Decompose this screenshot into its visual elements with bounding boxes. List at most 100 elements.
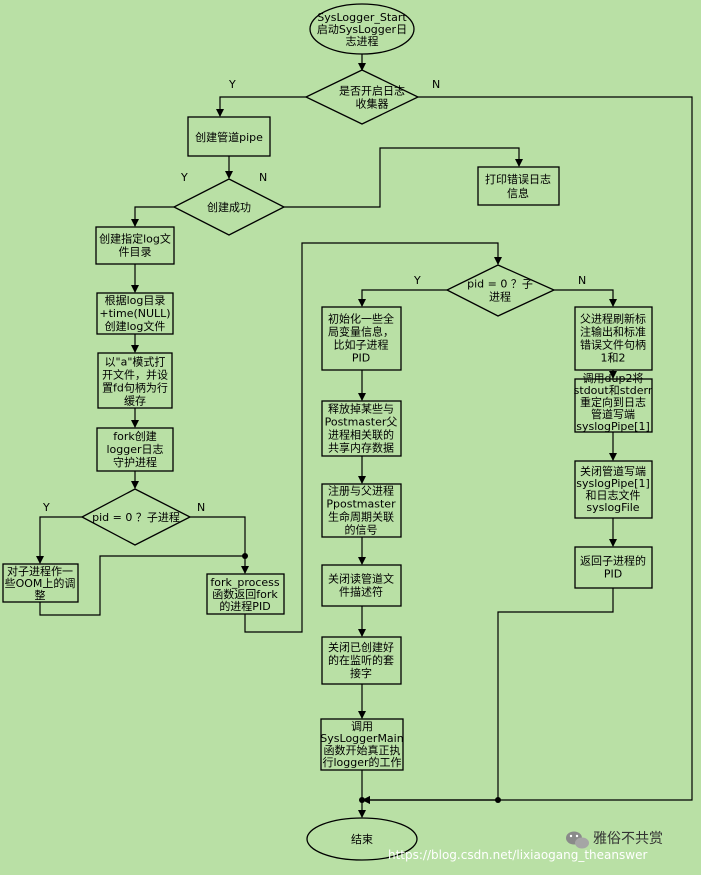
- create-ok-decision: 创建成功: [172, 178, 286, 236]
- end-node: 结束: [306, 817, 418, 861]
- edge-createok-no: [284, 147, 523, 208]
- edges: [36, 54, 693, 818]
- node-text-line: 接字: [350, 666, 372, 680]
- label-pidright-no: N: [578, 274, 586, 287]
- create-pipe-text: 创建管道pipe: [195, 130, 263, 144]
- edge-pidright-no: [554, 289, 617, 307]
- node-text-line: 关闭已创建好: [328, 640, 394, 654]
- build-log-file-box: 根据log目录+time(NULL)创建log文件: [96, 292, 174, 335]
- node-text-line: 关闭管道写端: [580, 464, 646, 478]
- pid-left-decision-text: pid = 0 ？子进程: [92, 511, 180, 524]
- node-text-line: 返回子进程的: [580, 554, 646, 568]
- pid-right-decision-text: pid = 0 ？子进程: [467, 278, 533, 304]
- label-pidleft-no: N: [197, 501, 205, 514]
- edge-collector-yes: [216, 96, 306, 117]
- create-ok-decision-text: 创建成功: [207, 200, 251, 214]
- edge-oom-to-merge: [39, 555, 245, 616]
- junction-dot-end: [359, 797, 365, 803]
- node-text-line: logger日志: [106, 443, 163, 456]
- node-text-line: 启动SysLogger日: [317, 23, 407, 36]
- node-text-line: fork创建: [113, 429, 157, 443]
- label-createok-no: N: [259, 171, 267, 184]
- watermark-account: 雅俗不共赏: [593, 831, 663, 847]
- node-text-line: 行logger的工作: [322, 755, 401, 769]
- node-text-line: 和日志文件: [586, 488, 641, 502]
- node-text-line: 管道写端: [591, 407, 635, 421]
- node-text-line: 共享内存数据: [328, 441, 394, 455]
- node-text-line: 打印错误日志: [485, 172, 551, 186]
- node-text-line: 信息: [507, 186, 529, 200]
- node-text-line: 比如子进程: [334, 338, 389, 352]
- node-text-line: 收集器: [356, 97, 389, 111]
- node-text-line: 创建指定log文: [99, 232, 171, 246]
- node-text-line: 对子进程作一: [7, 564, 73, 578]
- edge-pidleft-yes: [36, 516, 82, 564]
- node-text-line: 初始化一些全: [328, 312, 394, 326]
- create-log-dir-box: 创建指定log文件目录: [95, 226, 175, 265]
- oom-adjust-box: 对子进程作一些OOM上的调整: [2, 563, 79, 603]
- close-sockets-box: 关闭已创建好的在监听的套接字: [321, 636, 402, 685]
- label-pidright-yes: Y: [413, 274, 421, 287]
- node-text-line: 函数返回fork: [212, 588, 278, 601]
- node-text-line: 重定向到日志: [580, 395, 646, 409]
- junction-dot-parent: [495, 797, 501, 803]
- node-text-line: fork_process: [210, 576, 280, 589]
- node-text-line: Ppostmaster: [326, 498, 396, 511]
- label-createok-yes: Y: [180, 171, 188, 184]
- node-text-line: stdout和stderr: [574, 384, 653, 397]
- pid-right-decision: pid = 0 ？子进程: [445, 264, 556, 317]
- end-node-text: 结束: [351, 833, 373, 846]
- label-pidleft-yes: Y: [42, 501, 50, 514]
- node-text-line: 开文件，并设: [102, 368, 168, 382]
- node-text-line: 守护进程: [113, 455, 157, 469]
- close-read-fd-text: 关闭读管道文件描述符: [328, 572, 394, 599]
- node-text-line: 的信号: [345, 523, 378, 537]
- print-error-box: 打印错误日志信息: [477, 166, 560, 206]
- node-text-line: 1和2: [601, 352, 626, 365]
- node-text-line: 进程: [489, 291, 511, 304]
- edge-return-to-end: [362, 588, 614, 804]
- close-sockets-text: 关闭已创建好的在监听的套接字: [328, 640, 394, 680]
- node-text-line: 关闭读管道文: [328, 572, 394, 586]
- node-text-line: 创建成功: [207, 200, 251, 214]
- node-text-line: 整: [35, 588, 46, 602]
- close-read-fd-box: 关闭读管道文件描述符: [321, 564, 402, 607]
- open-file-text: 以"a"模式打开文件，并设置fd句柄为行缓存: [102, 355, 168, 408]
- node-text-line: 创建log文件: [105, 319, 166, 333]
- create-pipe-box: 创建管道pipe: [187, 116, 271, 157]
- node-text-line: 注输出和标准: [580, 325, 646, 339]
- build-log-file-text: 根据log目录+time(NULL)创建log文件: [99, 293, 170, 333]
- junction-dot-left: [242, 553, 248, 559]
- node-text-line: 调用dup2将: [583, 372, 644, 385]
- node-text-line: 函数开始真正执: [324, 743, 401, 757]
- node-text-line: SysLoggerMain: [320, 732, 403, 745]
- node-text-line: SysLogger_Start: [317, 11, 407, 24]
- node-text-line: pid = 0 ？子: [467, 278, 533, 291]
- open-file-box: 以"a"模式打开文件，并设置fd句柄为行缓存: [97, 352, 173, 409]
- node-text-line: PID: [604, 568, 622, 581]
- node-text-line: 是否开启日志: [339, 85, 405, 98]
- node-text-line: 的进程PID: [219, 599, 270, 613]
- wechat-icon: [566, 831, 589, 849]
- node-text-line: 调用: [351, 720, 373, 733]
- node-text-line: 父进程刷新标: [580, 312, 646, 326]
- edge-collector-no: [362, 96, 693, 804]
